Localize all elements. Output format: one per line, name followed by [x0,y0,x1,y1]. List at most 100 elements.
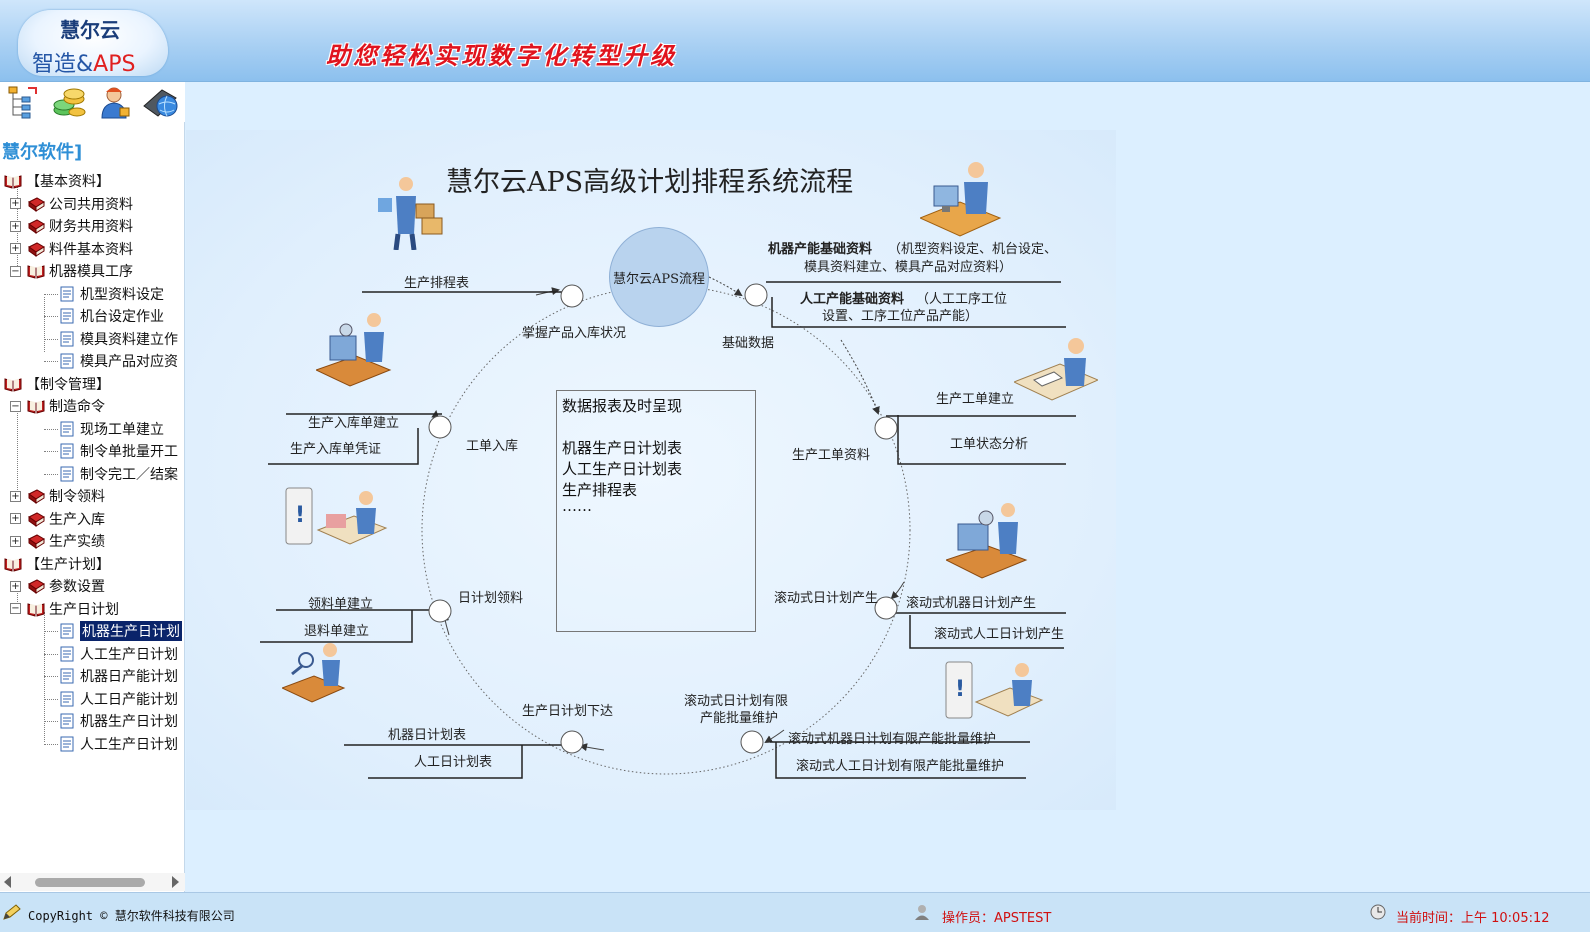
tree-connector [44,631,58,632]
tree-leaf-item[interactable]: 现场工单建立 [58,418,164,440]
book-closed-icon [27,488,45,504]
label-stockin-create: 生产入库单建立 [308,416,400,431]
logo-cloud [18,10,168,76]
diagram-title: 慧尔云APS高级计划排程系统流程 [446,167,854,198]
tree-folder-item[interactable]: +财务共用资料 [10,215,133,237]
label-rolling-limit: 产能批量维护 [700,711,779,726]
label-machine-capacity-desc: （机型资料设定、机台设定、 [888,242,1058,257]
tree-folder-item[interactable]: + 料件基本资料 [10,238,133,260]
expand-toggle-icon[interactable]: + [10,535,21,547]
label-rolling-limit: 滚动式日计划有限 [684,694,789,709]
alert-clipboard-icon: ! [940,656,1044,728]
tree-leaf-item[interactable]: 机台设定作业 [58,305,164,327]
tree-folder-item[interactable]: + 生产入库 [10,508,105,530]
label-work-order-stockin: 工单入库 [466,439,519,454]
operator-label: 操作员：APSTEST [942,911,1052,926]
tree-connector [17,588,18,608]
tree-connector [44,297,45,352]
book-open-icon [4,173,22,189]
report-box-line: 数据报表及时呈现 [562,397,683,415]
label-labor-capacity-desc: 设置、工序工位产品产能） [822,309,979,324]
label-machine-capacity: 机器产能基础资料 [768,242,873,257]
tree-connector [44,676,58,677]
tree-folder-item[interactable]: −机器模具工序 [10,260,133,282]
label-schedule-table: 生产排程表 [404,276,470,291]
expand-toggle-icon[interactable]: + [10,513,21,524]
sidebar-horizontal-scrollbar[interactable] [0,873,185,891]
expand-toggle-icon[interactable]: + [10,580,21,592]
tree-folder-item[interactable]: +公司共用资料 [10,193,133,215]
expand-toggle-icon[interactable]: + [10,220,21,232]
tree-item-label: 模具资料建立作 [80,331,178,348]
tree-leaf-item[interactable]: 人工生产日计划 [58,643,178,665]
expand-toggle-icon[interactable]: + [10,490,21,502]
label-rolling-machine-limit: 滚动式机器日计划有限产能批量维护 [788,732,997,747]
document-icon [58,623,76,639]
document-icon [58,331,76,347]
tree-leaf-item[interactable]: 人工生产日计划 [58,733,178,755]
tree-item-label: 生产入库 [49,511,105,528]
tree-item-label: 制造命令 [49,399,105,415]
aps-process-diagram: 慧尔云APS高级计划排程系统流程 慧尔云APS流程 数据报表及时呈现 机器生产日… [186,130,1116,810]
tree-item-label: 机器日产能计划 [80,669,178,685]
tree-root-item[interactable]: 【生产计划】 [4,553,110,575]
tree-leaf-item[interactable]: 制令完工／结案 [58,463,178,485]
tree-connector [44,451,58,452]
logo-line1: 慧尔云 [60,18,120,42]
tree-leaf-item[interactable]: 机器生产日计划 [58,710,178,732]
label-rolling-plan: 滚动式日计划产生 [774,591,879,606]
tree-connector [44,698,58,700]
collapse-toggle-icon[interactable]: − [10,603,21,614]
label-rolling-labor-limit: 滚动式人工日计划有限产能批量维护 [796,759,1005,774]
document-icon [58,646,76,662]
tree-leaf-item[interactable]: 模具资料建立作 [58,328,178,350]
tree-root-item[interactable]: 【基本资料】 [4,170,110,192]
tree-leaf-item[interactable]: 制令单批量开工 [58,440,178,462]
book-closed-icon [27,196,45,212]
tree-folder-item[interactable]: +制令领料 [10,485,105,507]
expand-toggle-icon[interactable]: + [10,243,21,254]
tree-item-label: 料件基本资料 [49,241,133,258]
tree-root-item[interactable]: 【制令管理】 [4,373,110,395]
label-daily-issue: 日计划领料 [458,591,524,606]
label-work-order-create: 生产工单建立 [936,392,1015,407]
document-icon [58,691,76,707]
tree-item-label: 制令完工／结案 [80,466,178,483]
book-open-icon [27,601,45,617]
report-box-line: 人工生产日计划表 [562,460,683,478]
tree-connector [17,408,18,496]
tree-connector [44,473,58,475]
tree-structure-icon[interactable] [4,84,42,120]
collapse-toggle-icon[interactable]: − [10,400,21,412]
label-daily-release: 生产日计划下达 [522,704,614,719]
tree-folder-item[interactable]: − 制造命令 [10,395,105,417]
scroll-thumb[interactable] [35,878,145,887]
report-box: 数据报表及时呈现 机器生产日计划表 人工生产日计划表 生产排程表 …… [556,390,756,632]
app-logo: 慧尔云 智造&APS [18,4,168,78]
globe-icon[interactable] [142,84,180,120]
book-closed-icon [27,578,45,594]
expand-toggle-icon[interactable]: + [10,198,21,209]
tree-leaf-item[interactable]: 模具产品对应资 [58,350,178,372]
scroll-left-arrow-icon[interactable] [4,876,11,888]
tree-folder-item[interactable]: −生产日计划 [10,598,119,620]
collapse-toggle-icon[interactable]: − [10,265,21,277]
tree-item-label: 机台设定作业 [80,309,164,325]
coins-icon[interactable] [50,84,88,120]
tree-leaf-item[interactable]: 机型资料设定 [58,283,164,305]
desk-worker-icon [1014,336,1098,412]
tree-leaf-item[interactable]: 机器日产能计划 [58,665,178,687]
label-machine-capacity-desc: 模具资料建立、模具产品对应资料） [804,260,1013,275]
tree-folder-item[interactable]: + 生产实绩 [10,530,105,552]
tree-item-label: 生产实绩 [49,534,105,550]
machine-operator-icon [316,310,392,392]
document-icon [58,713,76,729]
tree-leaf-item[interactable]: 人工日产能计划 [58,688,178,710]
tree-folder-item[interactable]: +参数设置 [10,575,105,597]
machine-operator-icon [946,500,1028,582]
user-icon[interactable] [96,84,134,120]
tree-leaf-item[interactable]: 机器生产日计划 [58,620,182,642]
label-work-order-status: 工单状态分析 [950,437,1029,452]
tree-item-label: 【制令管理】 [26,376,110,393]
scroll-right-arrow-icon[interactable] [172,876,179,888]
